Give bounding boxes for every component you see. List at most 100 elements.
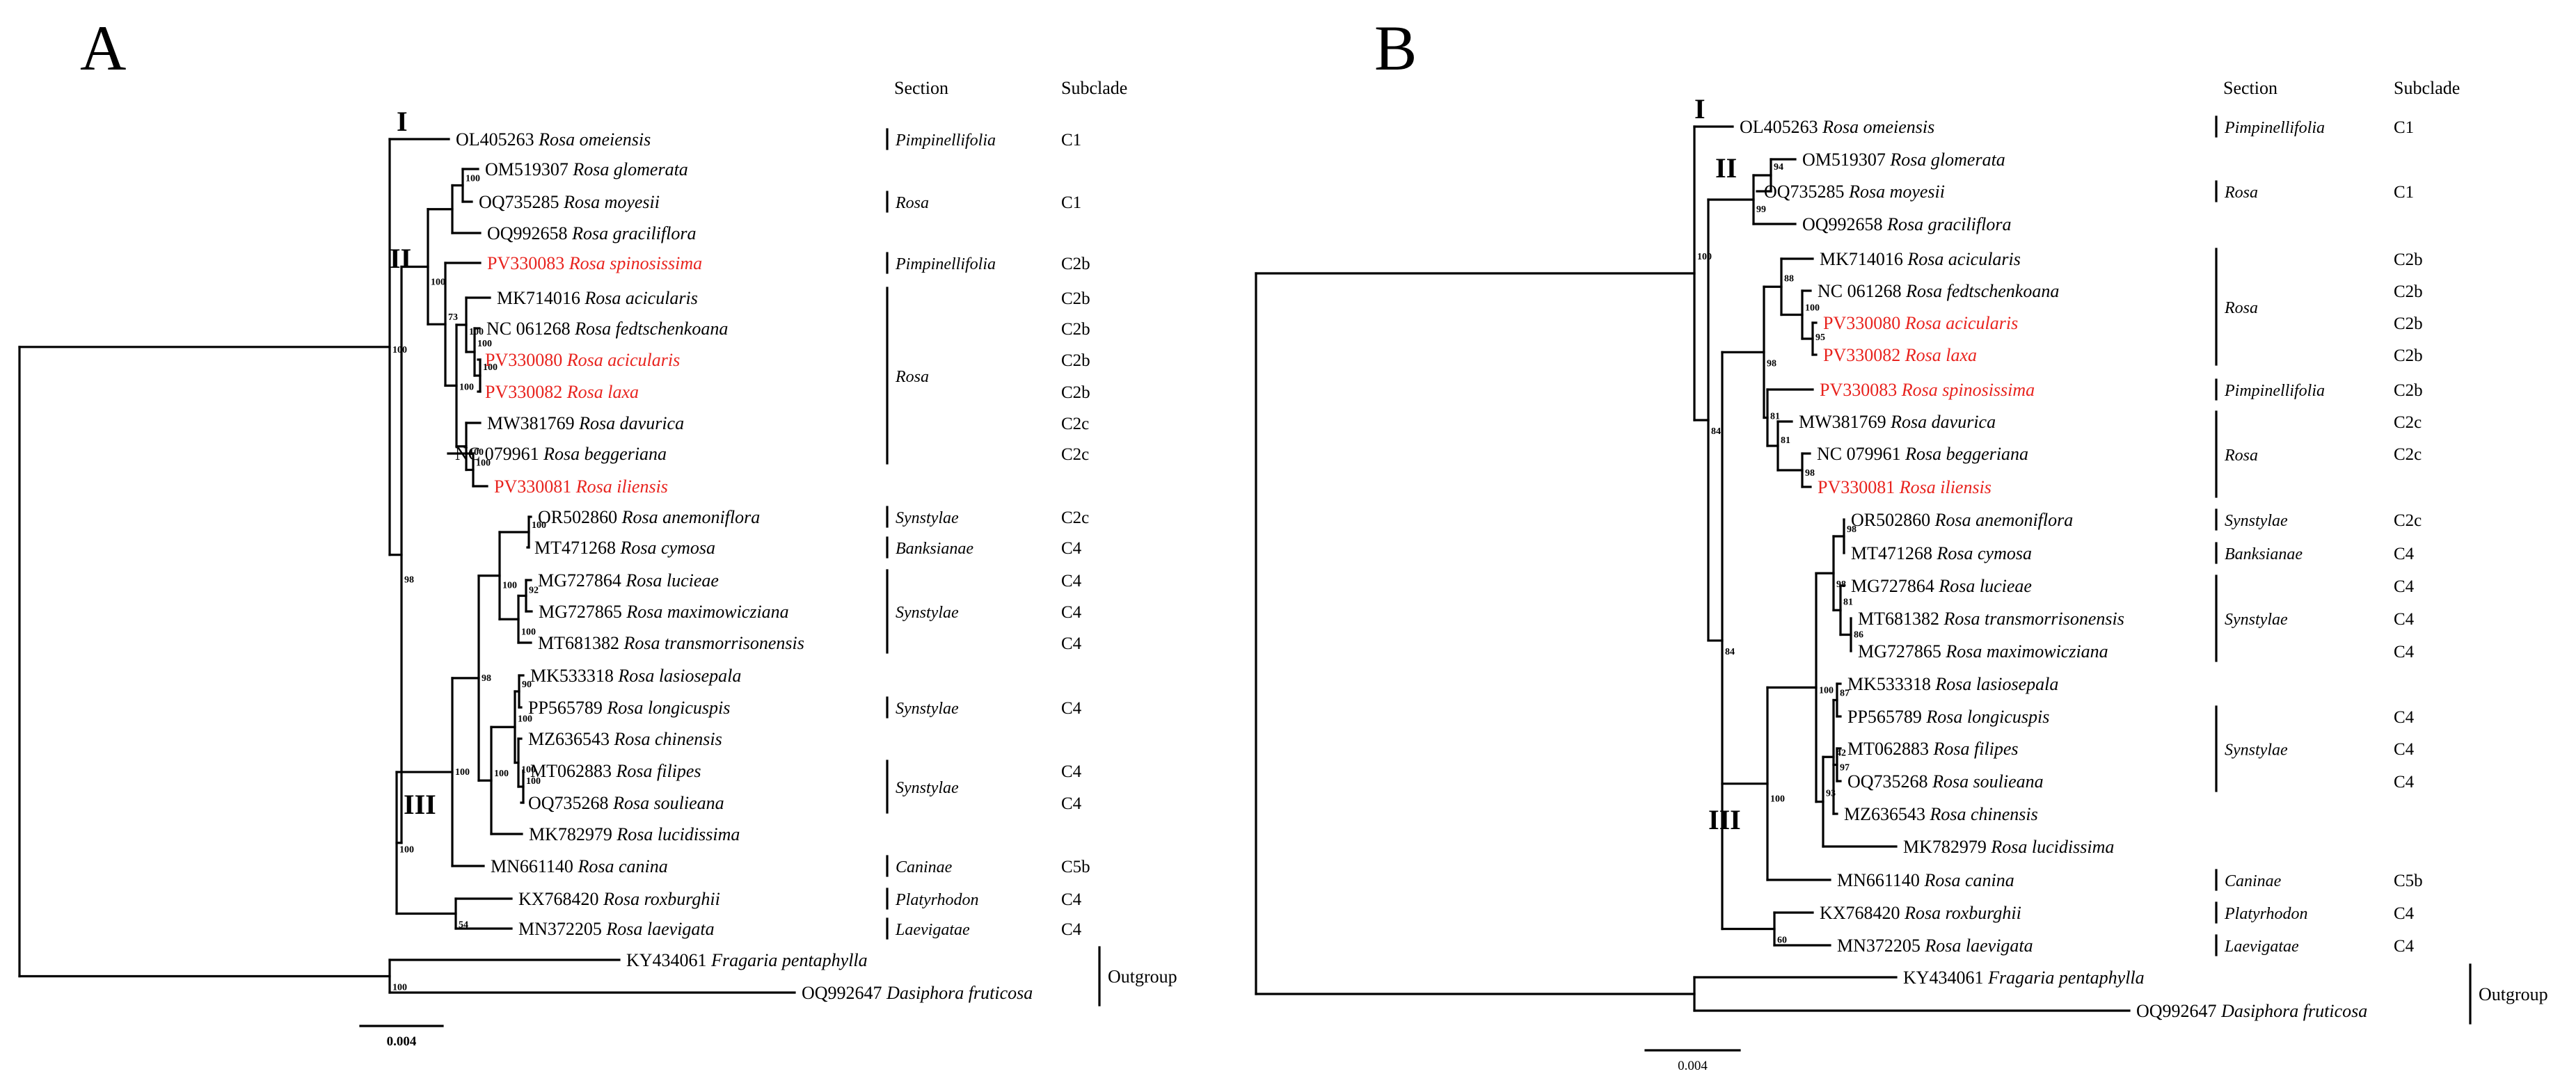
leaf-label: MK782979 Rosa lucidissima — [529, 824, 740, 844]
clade-label: I — [397, 106, 408, 137]
leaf-species: Rosa transmorrisonensis — [623, 633, 804, 653]
subclade-label: C2b — [1061, 383, 1090, 402]
leaf-accession: OL405263 — [456, 129, 539, 150]
bootstrap-value: 100 — [532, 520, 546, 531]
section-label: Synstylae — [896, 509, 959, 527]
leaf-species: Rosa maximowicziana — [1945, 641, 2108, 661]
bootstrap-value: 84 — [1711, 426, 1721, 437]
subclade-label: C2c — [1061, 415, 1089, 433]
leaf-label: OQ992647 Dasiphora fruticosa — [2136, 1001, 2367, 1021]
bootstrap-value: 97 — [1840, 763, 1850, 773]
section-label: Pimpinellifolia — [2224, 382, 2325, 400]
leaf-species: Rosa acicularis — [566, 350, 681, 370]
subclade-label: C4 — [1061, 762, 1082, 781]
section-label: Pimpinellifolia — [895, 255, 996, 273]
leaf-species: Rosa canina — [577, 856, 667, 876]
bootstrap-value: 100 — [477, 339, 492, 349]
leaf-accession: MG727864 — [538, 570, 626, 591]
subclade-label: C4 — [1061, 890, 1082, 909]
bootstrap-value: 100 — [521, 627, 536, 637]
leaf-label: MG727864 Rosa lucieae — [1851, 576, 2032, 596]
subclade-label: C4 — [2394, 937, 2415, 956]
leaf-accession: MK714016 — [1820, 249, 1907, 269]
leaf-label: MG727865 Rosa maximowicziana — [539, 602, 789, 622]
bootstrap-value: 98 — [482, 673, 491, 684]
bootstrap-value: 100 — [483, 362, 498, 373]
subclade-label: C4 — [1061, 634, 1082, 653]
bootstrap-value: 98 — [1767, 358, 1776, 369]
bootstrap-value: 100 — [502, 581, 517, 591]
leaf-accession: PV330082 — [485, 382, 567, 402]
subclade-header: Subclade — [1061, 78, 1127, 98]
leaf-species: Rosa omeiensis — [1822, 117, 1934, 137]
section-header: Section — [894, 78, 948, 98]
leaf-accession: OQ735285 — [1764, 182, 1849, 202]
leaf-accession: MZ636543 — [1844, 804, 1930, 824]
section-label: Synstylae — [2225, 512, 2288, 530]
bootstrap-value: 73 — [448, 312, 458, 323]
leaf-label: MG727865 Rosa maximowicziana — [1858, 641, 2108, 661]
bootstrap-value: 92 — [529, 586, 539, 596]
bootstrap-value: 100 — [466, 174, 480, 184]
leaf-label: MN661140 Rosa canina — [491, 856, 668, 876]
leaf-label: MN372205 Rosa laevigata — [1837, 936, 2033, 956]
bootstrap-value: 100 — [494, 769, 509, 779]
clade-label: III — [1708, 804, 1741, 835]
bootstrap-value: 94 — [1774, 162, 1783, 173]
leaf-species: Rosa spinosissima — [569, 253, 702, 273]
bootstrap-value: 100 — [526, 776, 541, 787]
section-label: Synstylae — [896, 779, 959, 797]
leaf-species: Rosa lasiosepala — [617, 666, 741, 686]
leaf-species: Rosa glomerata — [1889, 150, 2005, 170]
leaf-species: Rosa iliensis — [1899, 477, 1991, 497]
clade-label: II — [390, 243, 411, 274]
bootstrap-value: 100 — [521, 765, 536, 776]
leaf-accession: KX768420 — [1820, 903, 1905, 923]
leaf-accession: NC 079961 — [455, 444, 543, 464]
leaf-accession: MN661140 — [1837, 870, 1924, 890]
scale-label: 0.004 — [1678, 1059, 1708, 1073]
leaf-species: Rosa glomerata — [572, 159, 687, 179]
bootstrap-value: 87 — [1840, 689, 1850, 699]
leaf-accession: MT471268 — [1851, 543, 1937, 563]
subclade-label: C4 — [1061, 794, 1082, 813]
leaf-label: NC 079961 Rosa beggeriana — [1817, 444, 2028, 464]
section-label: Rosa — [895, 194, 929, 212]
leaf-accession: OQ992658 — [1802, 214, 1887, 234]
leaf-accession: PV330082 — [1823, 345, 1905, 365]
leaf-species: Rosa laevigata — [605, 919, 714, 939]
section-label: Banksianae — [896, 540, 973, 558]
leaf-accession: OR502860 — [1851, 510, 1935, 530]
leaf-accession: PP565789 — [528, 698, 607, 718]
leaf-label: MT471268 Rosa cymosa — [534, 538, 715, 558]
leaf-species: Dasiphora fruticosa — [2220, 1001, 2367, 1021]
leaf-species: Rosa fedtschenkoana — [574, 319, 728, 339]
bootstrap-value: 42 — [1836, 748, 1846, 758]
subclade-label: C4 — [1061, 603, 1082, 622]
section-label: Rosa — [2224, 299, 2258, 317]
leaf-species: Rosa davurica — [578, 413, 684, 433]
leaf-accession: MT471268 — [534, 538, 621, 558]
leaf-species: Rosa beggeriana — [1905, 444, 2028, 464]
subclade-label: C2c — [1061, 508, 1089, 527]
leaf-accession: KX768420 — [518, 889, 603, 909]
section-label: Rosa — [2224, 447, 2258, 465]
leaf-label: MT681382 Rosa transmorrisonensis — [1858, 609, 2124, 629]
bootstrap-value: 100 — [1770, 794, 1785, 805]
section-label: Caninae — [896, 858, 953, 876]
outgroup-label: Outgroup — [1108, 967, 1177, 987]
leaf-species: Dasiphora fruticosa — [886, 983, 1033, 1003]
subclade-label: C2b — [2394, 314, 2423, 333]
leaf-accession: PV330080 — [1823, 313, 1905, 333]
subclade-label: C2b — [2394, 381, 2423, 400]
leaf-label: PV330083 Rosa spinosissima — [487, 253, 702, 273]
subclade-label: C4 — [1061, 572, 1082, 591]
subclade-label: C1 — [2394, 183, 2414, 202]
leaf-species: Rosa davurica — [1890, 412, 1996, 432]
leaf-label: PV330081 Rosa iliensis — [1818, 477, 1991, 497]
subclade-label: C4 — [1061, 699, 1082, 718]
subclade-label: C2b — [1061, 320, 1090, 339]
leaf-label: MW381769 Rosa davurica — [1799, 412, 1996, 432]
subclade-label: C4 — [2394, 643, 2415, 661]
